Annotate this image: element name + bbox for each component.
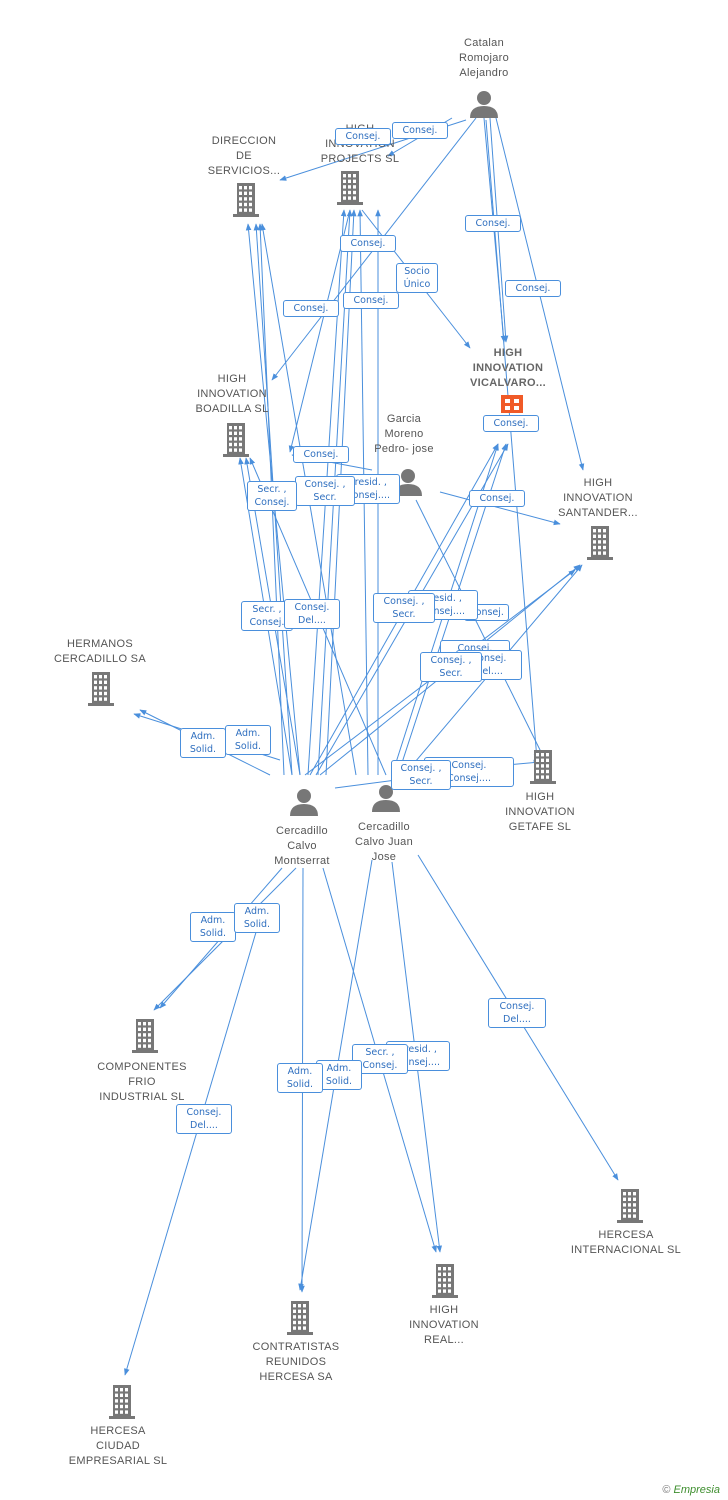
brand-name: Empresia	[673, 1484, 720, 1496]
building-icon[interactable]	[287, 1301, 313, 1335]
brand-logo: © Empresia	[662, 1484, 720, 1496]
person-icon[interactable]	[372, 785, 400, 812]
building-focus-icon[interactable]	[501, 395, 523, 413]
relation-label[interactable]: Consej.	[293, 446, 349, 463]
person-icon[interactable]	[290, 789, 318, 816]
relation-label[interactable]: Consej. , Secr.	[373, 593, 435, 623]
node-label-hi-vicalvaro[interactable]: HIGH INNOVATION VICALVARO...	[470, 347, 546, 389]
node-label-hercesa-int[interactable]: HERCESA INTERNACIONAL SL	[570, 1229, 682, 1256]
relation-label[interactable]: Consej. , Secr.	[391, 760, 451, 790]
relation-label[interactable]: Consej. Del....	[176, 1104, 232, 1134]
edge-line	[439, 491, 561, 526]
relation-label[interactable]: Consej.	[340, 235, 396, 252]
relation-label[interactable]: Consej.	[483, 415, 539, 432]
relation-label[interactable]: Adm. Solid.	[180, 728, 226, 758]
relation-label[interactable]: Adm. Solid.	[190, 912, 236, 942]
relation-label[interactable]: Consej. , Secr.	[420, 652, 482, 682]
relation-label[interactable]: Secr. , Consej.	[247, 481, 297, 511]
node-label-direccion[interactable]: DIRECCION DE SERVICIOS...	[207, 135, 281, 177]
node-label-hi-getafe[interactable]: HIGH INNOVATION GETAFE SL	[505, 791, 575, 833]
building-icon[interactable]	[132, 1019, 158, 1053]
node-label-hercesa-ciudad[interactable]: HERCESA CIUDAD EMPRESARIAL SL	[68, 1425, 168, 1467]
person-icon[interactable]	[470, 91, 498, 118]
building-icon[interactable]	[109, 1385, 135, 1419]
relation-label[interactable]: Consej.	[283, 300, 339, 317]
relation-label[interactable]: Consej. , Secr.	[295, 476, 355, 506]
building-icon[interactable]	[223, 423, 249, 457]
relation-label[interactable]: Adm. Solid.	[277, 1063, 323, 1093]
relation-label[interactable]: Consej.	[392, 122, 448, 139]
node-label-garcia[interactable]: Garcia Moreno Pedro- jose	[374, 413, 434, 455]
building-icon[interactable]	[530, 750, 556, 784]
building-icon[interactable]	[233, 183, 259, 217]
relation-label[interactable]: Adm. Solid.	[234, 903, 280, 933]
relation-label[interactable]: Consej.	[343, 292, 399, 309]
relation-label[interactable]: Consej.	[469, 490, 525, 507]
node-label-hi-real[interactable]: HIGH INNOVATION REAL...	[409, 1304, 479, 1346]
copyright-symbol: ©	[662, 1484, 671, 1496]
edge-line	[124, 911, 263, 1376]
person-icon[interactable]	[394, 469, 422, 496]
relation-label[interactable]: Consej. Del....	[488, 998, 546, 1028]
icons-layer	[88, 91, 643, 1419]
relation-label[interactable]: Consej.	[335, 128, 391, 145]
edge-line	[415, 499, 546, 761]
building-icon[interactable]	[88, 672, 114, 706]
relation-label[interactable]: Socio Único	[396, 263, 438, 293]
node-label-componentes[interactable]: COMPONENTES FRIO INDUSTRIAL SL	[97, 1061, 187, 1103]
node-label-contratistas[interactable]: CONTRATISTAS REUNIDOS HERCESA SA	[252, 1341, 340, 1383]
building-icon[interactable]	[587, 526, 613, 560]
node-label-juanjose[interactable]: Cercadillo Calvo Juan Jose	[354, 821, 414, 863]
relation-label[interactable]: Consej. Del....	[284, 599, 340, 629]
relation-label[interactable]: Consej.	[465, 215, 521, 232]
relation-label[interactable]: Adm. Solid.	[225, 725, 271, 755]
node-label-catalan[interactable]: Catalan Romojaro Alejandro	[458, 37, 510, 79]
building-icon[interactable]	[432, 1264, 458, 1298]
node-label-hi-boadilla[interactable]: HIGH INNOVATION BOADILLA SL	[195, 373, 269, 415]
node-label-hi-santander[interactable]: HIGH INNOVATION SANTANDER...	[558, 477, 638, 519]
relation-label[interactable]: Consej.	[505, 280, 561, 297]
building-icon[interactable]	[617, 1189, 643, 1223]
node-label-hermanos[interactable]: HERMANOS CERCADILLO SA	[54, 638, 146, 665]
node-label-montserrat[interactable]: Cercadillo Calvo Montserrat	[274, 825, 330, 867]
building-icon[interactable]	[337, 171, 363, 205]
relation-label[interactable]: Adm. Solid.	[316, 1060, 362, 1090]
